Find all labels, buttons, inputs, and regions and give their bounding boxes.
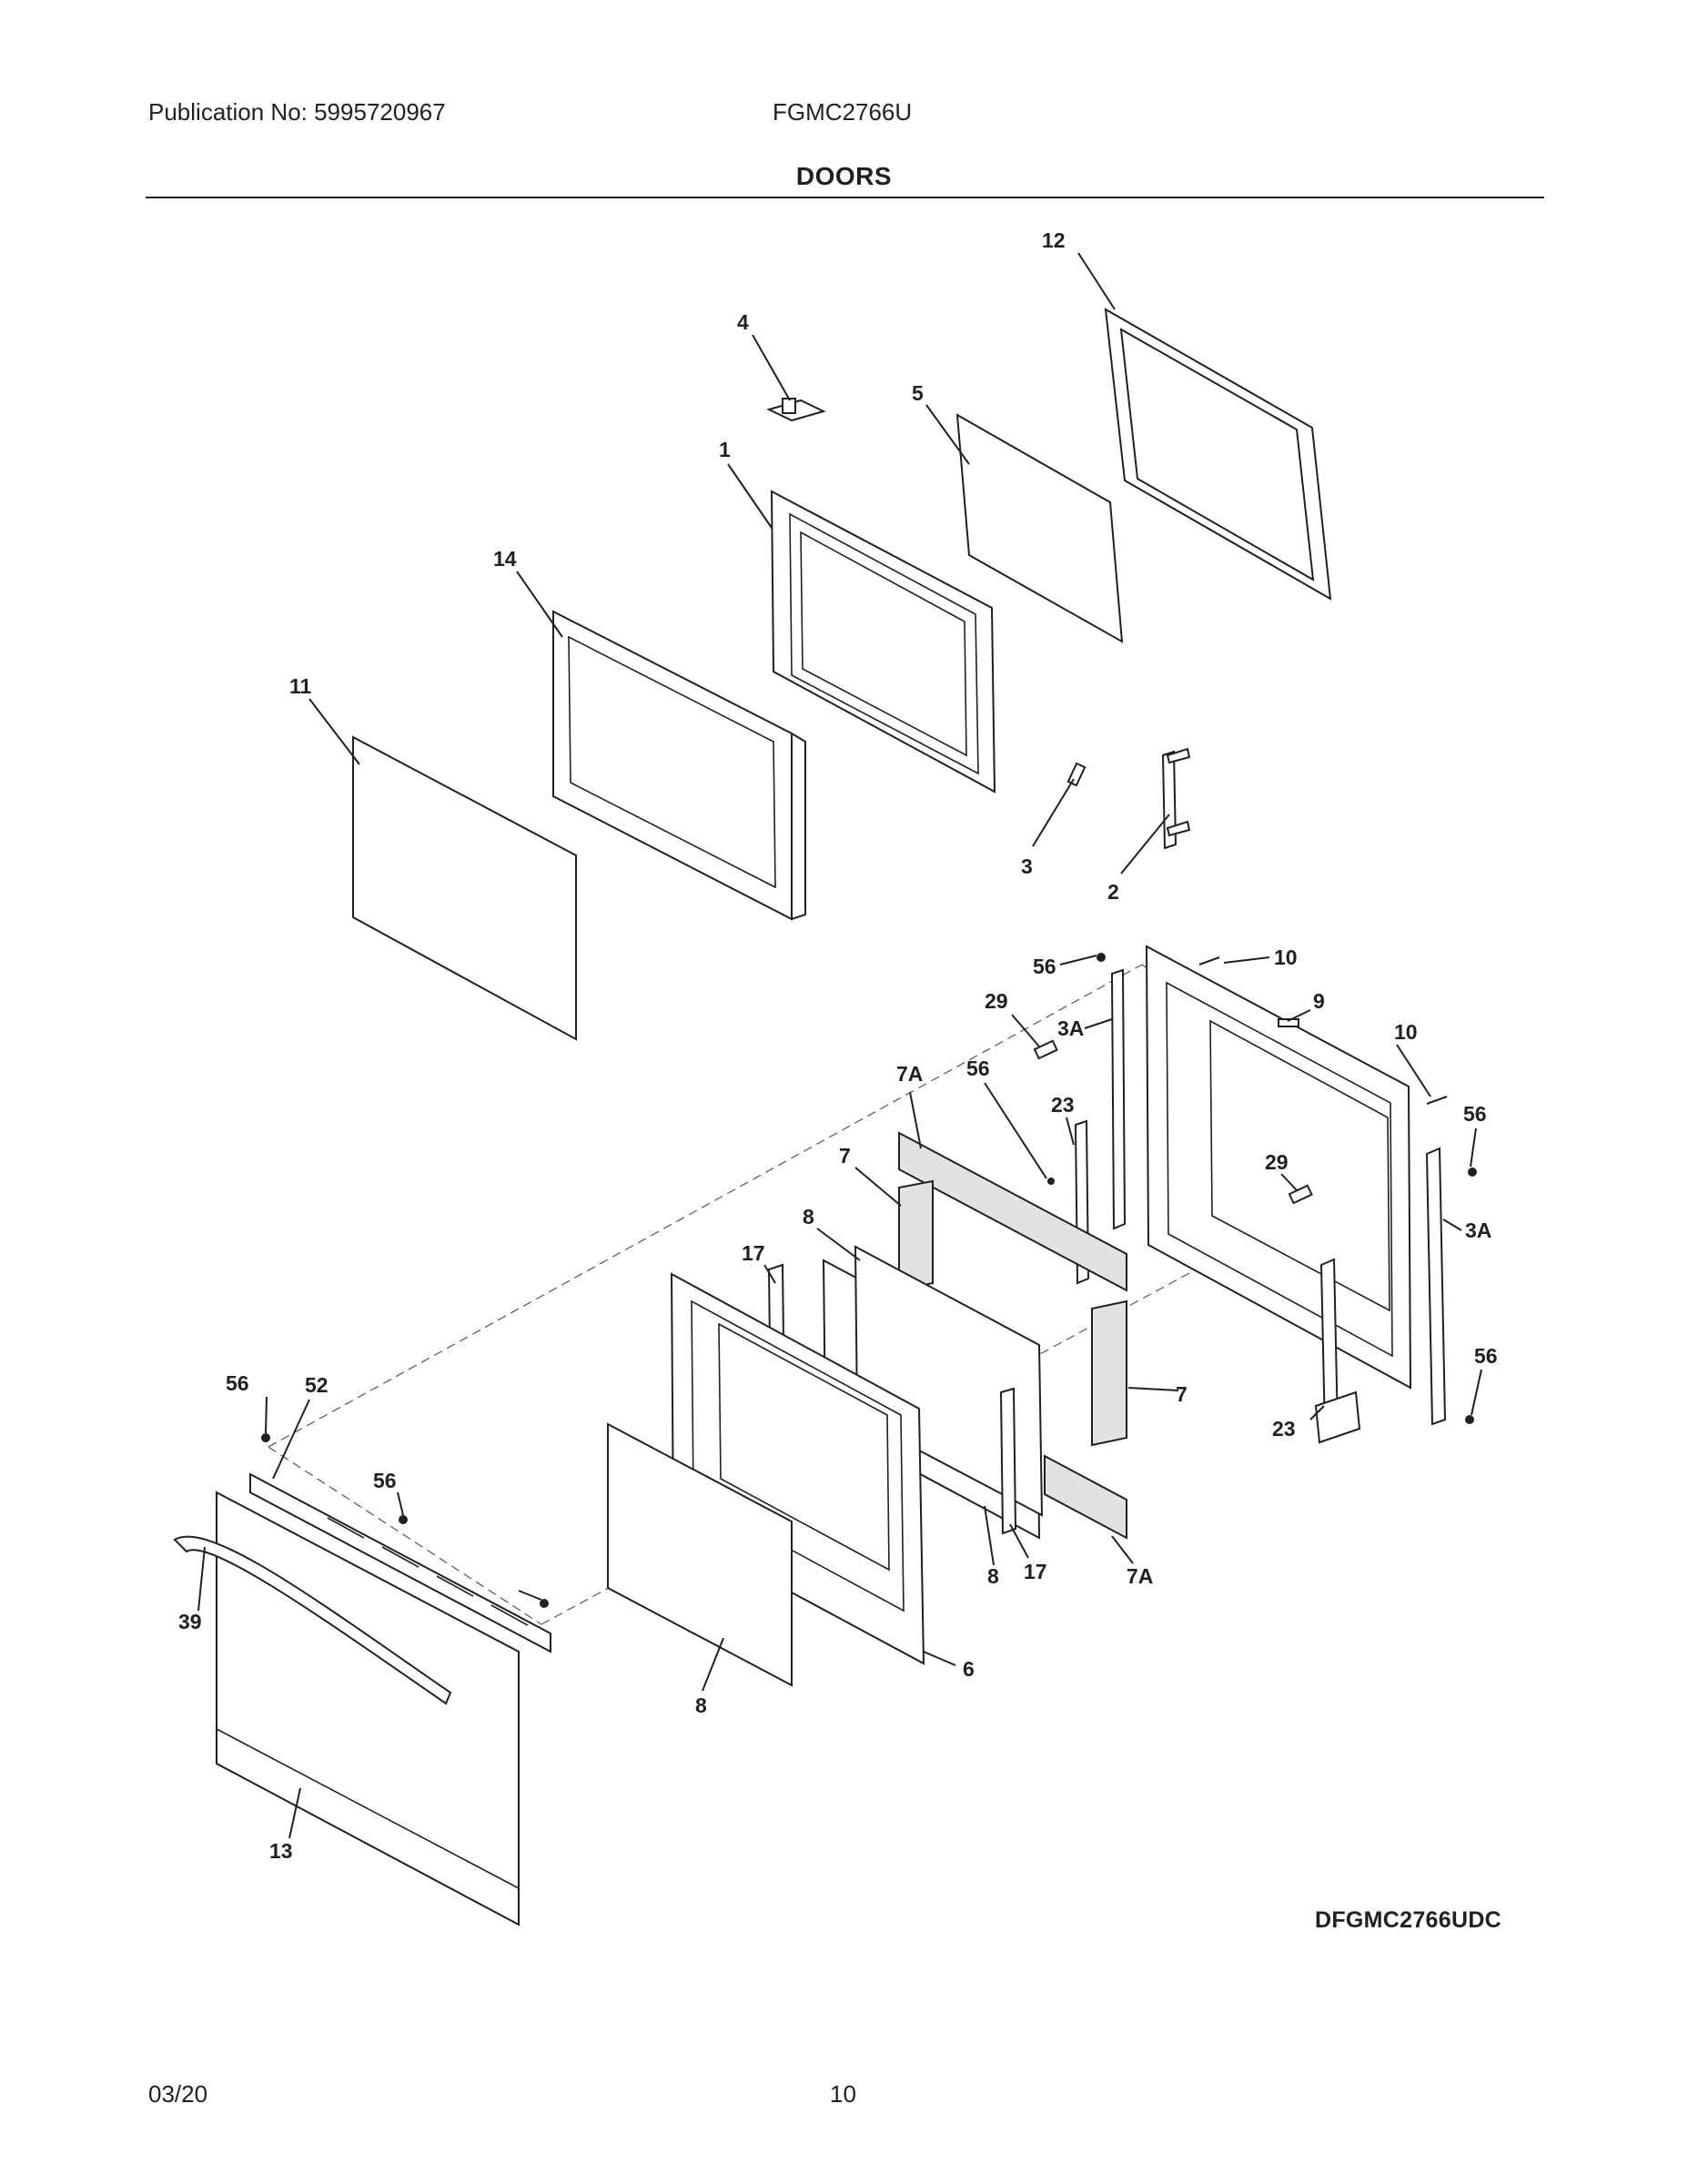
callout-56c: 56 (1463, 1102, 1487, 1126)
part-6-door-frame (670, 1272, 925, 1665)
callout-7b: 7 (1176, 1382, 1188, 1406)
callout-56d: 56 (226, 1371, 249, 1395)
part-4-bracket (766, 398, 826, 422)
callout-23b: 23 (1272, 1417, 1296, 1441)
part-7-insulation-right (1091, 1299, 1127, 1447)
callout-2: 2 (1107, 880, 1119, 904)
part-8-glass-middle-b (854, 1245, 1044, 1517)
callout-56f: 56 (373, 1469, 397, 1492)
part-3-pin (1066, 762, 1087, 787)
drawing-code: DFGMC2766UDC (1315, 1907, 1502, 1933)
callout-8b: 8 (987, 1564, 999, 1588)
callout-3: 3 (1021, 854, 1033, 878)
part-5-glass-panel (955, 413, 1124, 643)
callout-8a: 8 (803, 1205, 814, 1228)
callout-56b: 56 (966, 1057, 990, 1080)
callout-12: 12 (1042, 228, 1066, 252)
part-12-door-gasket-frame (1104, 308, 1332, 601)
callout-56e: 56 (1474, 1344, 1498, 1368)
part-7a-insulation-lower (1044, 1454, 1127, 1540)
part-17-rail-right (999, 1387, 1017, 1535)
callout-29b: 29 (1265, 1150, 1289, 1174)
callout-52: 52 (305, 1373, 329, 1397)
callout-17a: 17 (742, 1241, 765, 1265)
callout-3a-left: 3A (1057, 1016, 1084, 1040)
callout-56a: 56 (1033, 955, 1056, 978)
callout-14: 14 (493, 547, 517, 571)
part-56-screws (261, 953, 1477, 1608)
part-52-vent-channel (249, 1472, 551, 1653)
callout-labels: 12 4 5 1 14 11 3 2 10 56 29 3A 9 7A 56 2… (178, 228, 1498, 1863)
part-29-pin-right (1288, 1184, 1313, 1205)
part-10-screws (1198, 956, 1448, 1105)
publication-number: Publication No: 5995720967 (148, 98, 446, 126)
callout-10b: 10 (1394, 1020, 1418, 1044)
part-11-outer-glass (352, 735, 577, 1041)
callout-9: 9 (1313, 989, 1325, 1013)
part-39-door-handle (173, 1535, 452, 1705)
callout-29a: 29 (985, 989, 1008, 1013)
publication-date: 03/20 (148, 2080, 208, 2108)
callout-8c: 8 (695, 1694, 707, 1717)
callout-7a: 7 (839, 1144, 851, 1168)
part-8-glass-front (607, 1422, 793, 1687)
part-7a-insulation-upper (898, 1131, 1127, 1292)
callout-4: 4 (737, 310, 749, 334)
part-14-door-trim (552, 610, 806, 921)
part-13-outer-door-panel (216, 1491, 520, 1926)
part-29-pin-left (1033, 1039, 1058, 1060)
callout-39: 39 (178, 1610, 202, 1633)
part-7-insulation-left (898, 1179, 934, 1292)
callout-17b: 17 (1024, 1560, 1047, 1583)
callout-10a: 10 (1274, 945, 1298, 969)
callout-23a: 23 (1051, 1093, 1075, 1117)
part-2-hinge-bracket (1161, 747, 1191, 850)
callout-leaders (197, 252, 1482, 1839)
callout-3a-right: 3A (1465, 1218, 1491, 1242)
part-3a-side-rail-left (1110, 968, 1127, 1230)
callout-7a-lower: 7A (1127, 1564, 1153, 1588)
part-3a-side-rail-right (1425, 1147, 1447, 1426)
page-number: 10 (830, 2080, 856, 2108)
callout-5: 5 (912, 381, 924, 405)
header-rule (146, 197, 1544, 198)
model-number: FGMC2766U (773, 98, 913, 126)
callout-13: 13 (269, 1839, 293, 1863)
callout-11: 11 (289, 674, 312, 698)
part-1-door-liner (770, 490, 996, 794)
part-9-inner-door-panel (1145, 945, 1412, 1390)
callout-1: 1 (719, 438, 731, 461)
callout-6: 6 (963, 1657, 975, 1681)
page-title: DOORS (795, 162, 893, 190)
callout-7a-upper: 7A (896, 1062, 923, 1086)
